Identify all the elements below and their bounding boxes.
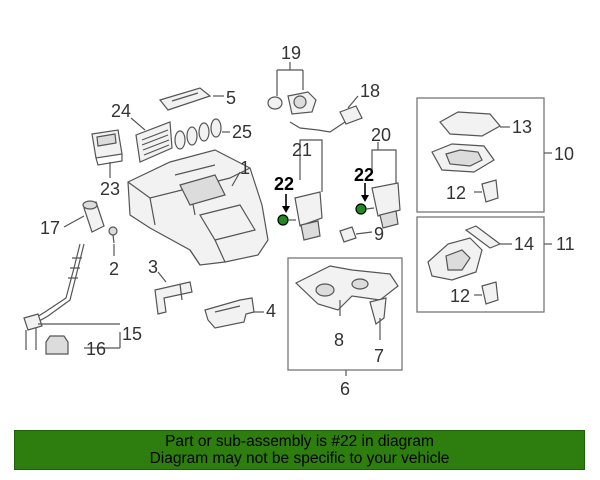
part-3-bracket [154,281,193,315]
banner-line-2: Diagram may not be specific to your vehi… [149,450,450,467]
callout-24: 24 [111,101,131,121]
callout-4: 4 [266,301,276,321]
part-1-center-console [127,149,269,266]
part-25-clips [174,118,222,150]
part-22-screw-right [355,203,375,215]
callout-22-left: 22 [274,174,294,194]
callout-15: 15 [122,324,142,344]
sub-assembly-box-6 [287,257,403,371]
callout-20: 20 [371,125,391,145]
part-22-screw-left [277,214,296,226]
callout-1: 1 [240,158,250,178]
part-10-bezel [431,143,495,173]
callout-25: 25 [232,122,252,142]
parts-diagram: 19 18 5 24 25 20 21 1 22 22 23 17 9 2 3 … [23,43,575,399]
part-2-screw [108,226,118,244]
part-12-clip-upper [481,179,499,203]
callout-23: 23 [100,179,120,199]
part-24-grille [135,121,173,163]
callout-5: 5 [226,88,236,108]
callout-17: 17 [40,218,60,238]
banner-line-1: Part or sub-assembly is #22 in diagram [165,433,434,450]
callout-13: 13 [512,117,532,137]
notice-banner: Part or sub-assembly is #22 in diagram D… [14,430,585,470]
leader-lines [38,62,552,376]
callout-12-upper: 12 [446,183,466,203]
callout-3: 3 [148,257,158,277]
callout-14: 14 [514,234,534,254]
part-15-shift-lever [23,243,85,350]
part-9-clip [339,226,357,243]
callout-2: 2 [109,259,119,279]
callout-22-right: 22 [354,165,374,185]
part-7-clip [369,297,387,326]
part-12-clip-lower [481,281,499,305]
part-17-knob [82,200,105,233]
part-18-lighter [289,105,363,133]
callout-11: 11 [556,234,575,254]
part-20-socket [371,182,401,229]
callout-6: 6 [340,379,350,399]
callout-21: 21 [292,140,312,160]
callout-12-lower: 12 [450,286,470,306]
callout-8: 8 [334,330,344,350]
part-21-socket [294,191,323,241]
part-11-bezel [427,237,483,281]
callout-9: 9 [374,224,384,244]
callout-18: 18 [360,81,380,101]
sub-assembly-box-11 [416,216,545,313]
part-13-cover [439,111,501,137]
part-16-boot [45,335,69,355]
sub-assembly-box-10 [416,97,545,213]
part-5-trim [158,87,212,111]
callout-10: 10 [554,144,574,164]
callout-16: 16 [86,339,106,359]
part-23-switch [91,129,123,166]
part-8-bracket [294,265,399,311]
part-4-bracket [204,297,255,329]
part-19-power-outlet [267,91,317,115]
callout-19: 19 [281,43,301,63]
callout-7: 7 [374,346,384,366]
